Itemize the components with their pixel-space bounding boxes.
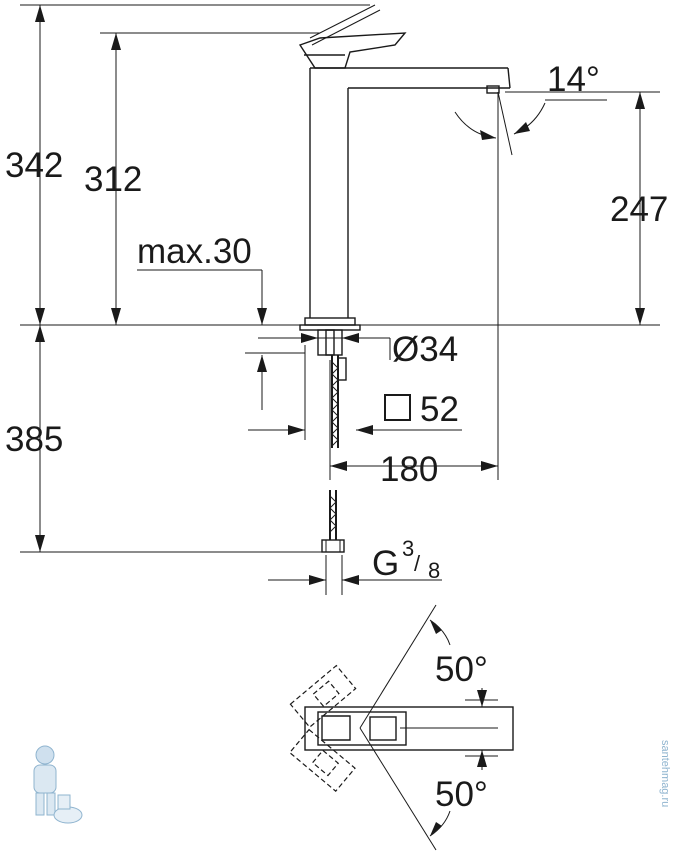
label-50-degree-top: 50° <box>435 650 488 689</box>
label-thread-denominator: 8 <box>428 558 440 583</box>
watermark: santehmag.ru <box>33 740 671 824</box>
plumber-mascot-icon <box>33 745 83 824</box>
dimension-labels: 342 312 max.30 14° 247 Ø34 52 180 385 G … <box>5 60 668 814</box>
label-max30: max.30 <box>137 232 252 271</box>
label-14-degree: 14° <box>547 60 600 99</box>
dimension-lines <box>20 4 660 595</box>
label-50-degree-bottom: 50° <box>435 775 488 814</box>
watermark-text: santehmag.ru <box>659 740 671 807</box>
mounting-assembly <box>299 324 361 553</box>
label-385: 385 <box>5 420 63 459</box>
plan-view <box>288 604 514 851</box>
label-247: 247 <box>610 190 668 229</box>
label-g-thread: G <box>372 544 399 583</box>
label-180: 180 <box>380 450 438 489</box>
label-diameter-34: Ø34 <box>392 330 458 369</box>
label-312: 312 <box>84 160 142 199</box>
label-342: 342 <box>5 146 63 185</box>
label-thread-separator: / <box>414 551 421 576</box>
faucet-body <box>298 4 511 326</box>
square-symbol <box>384 394 411 421</box>
label-thread-numerator: 3 <box>402 536 414 561</box>
label-52: 52 <box>420 390 459 429</box>
